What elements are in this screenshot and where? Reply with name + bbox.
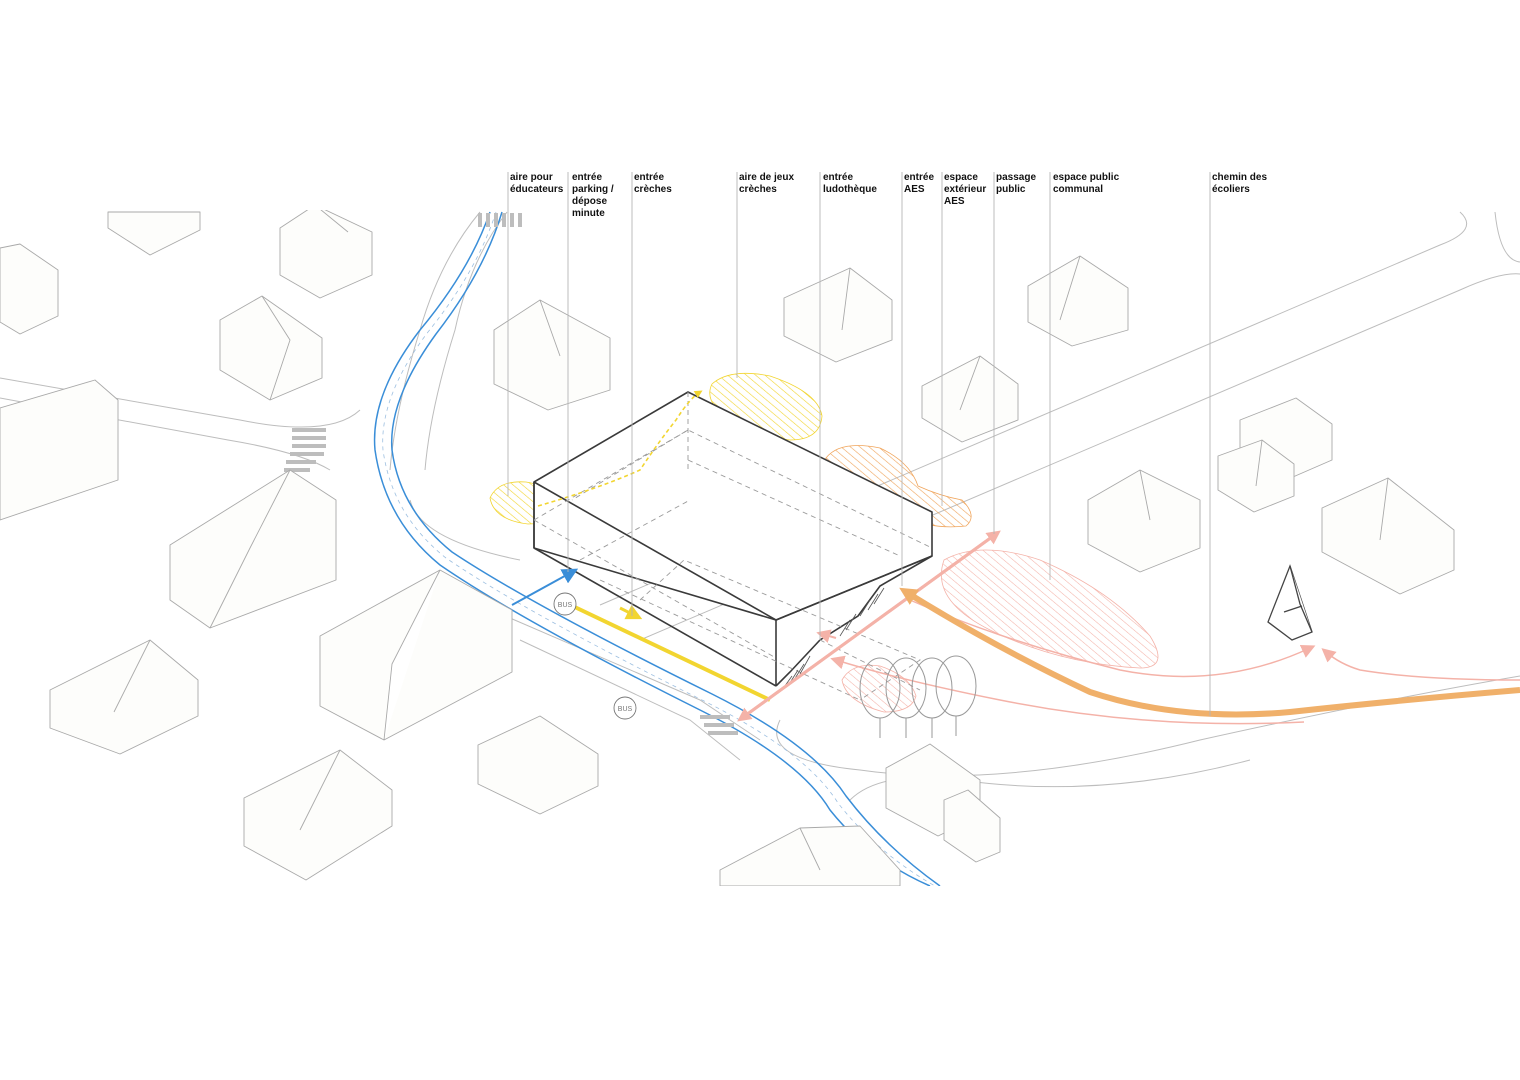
neighbouring-houses [0, 210, 1455, 886]
label-aire-educateurs: aire pour éducateurs [510, 172, 564, 195]
label-entree-parking: entrée parking / dépose minute [572, 172, 614, 219]
chemin-des-ecoliers-arrow [899, 587, 1520, 718]
label-entree-ludotheque: entrée ludothèque [823, 172, 877, 195]
espace-public-communal-zone [940, 549, 1159, 669]
bus-stop-label-2: BUS [618, 706, 633, 713]
roads [0, 211, 1520, 801]
main-building [533, 391, 933, 701]
bus-route [373, 211, 941, 886]
ecoliers-path-quaternary [909, 599, 1316, 678]
label-aire-de-jeux: aire de jeux crèches [739, 172, 795, 195]
label-entree-aes: entrée AES [904, 172, 935, 195]
creches-entry-marker [619, 604, 643, 620]
ecoliers-path-secondary [830, 655, 1305, 725]
site-map: BUS BUS [0, 210, 1520, 886]
a-frame-sculpture-icon [1267, 564, 1313, 641]
leader-lines [507, 172, 1211, 716]
passage-public-arrow-back [737, 532, 997, 722]
tree-icon [859, 655, 977, 738]
label-espace-exterieur-aes: espace extérieur AES [944, 172, 987, 207]
bus-stop-label-1: BUS [558, 602, 573, 609]
label-chemin-ecoliers: chemin des écoliers [1212, 172, 1268, 195]
ecoliers-path-tertiary [1321, 648, 1520, 681]
creches-entrance-arrow [559, 598, 771, 702]
parking-entrance-arrow [511, 568, 579, 606]
bus-stop-icon: BUS BUS [553, 592, 637, 720]
ludotheque-entrance-arrow [816, 629, 837, 643]
label-passage-public: passage public [996, 172, 1037, 195]
label-entree-creches: entrée crèches [634, 172, 672, 195]
crosswalk-icon [284, 213, 738, 735]
creches-path-to-playground [537, 390, 703, 507]
label-espace-public: espace public communal [1053, 172, 1120, 195]
